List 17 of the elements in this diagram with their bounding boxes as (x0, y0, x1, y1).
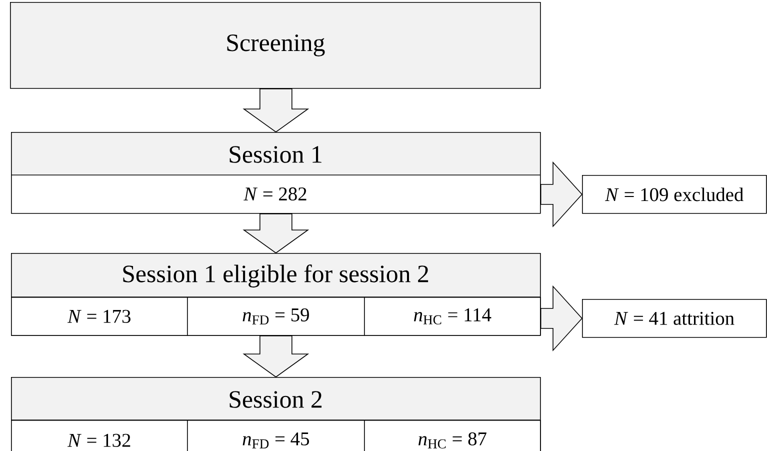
session-box: Session 1 N = 282 (10, 132, 541, 214)
block-arrow (242, 88, 310, 132)
table-cell: n$_{HC}$ = 114 (364, 297, 541, 336)
table-cell: N = 173 (11, 297, 188, 336)
block-arrow (540, 161, 583, 228)
node-label: n$_{FD}$ = 45 (242, 432, 309, 448)
node-label: N = 132 (67, 434, 130, 447)
block-arrow (540, 285, 583, 352)
table-cell: n$_{FD}$ = 59 (187, 297, 365, 336)
table-cell: n$_{FD}$ = 45 (187, 420, 365, 451)
table-cell: n$_{HC}$ = 87 (364, 420, 541, 451)
block-arrow (242, 335, 310, 378)
outcome-box: N = 109 excluded (582, 174, 767, 214)
block-arrow (242, 213, 310, 254)
table-cell: N = 132 (11, 420, 188, 451)
outcome-box: N = 41 attrition (582, 299, 767, 338)
step-box: Screening (10, 2, 541, 89)
